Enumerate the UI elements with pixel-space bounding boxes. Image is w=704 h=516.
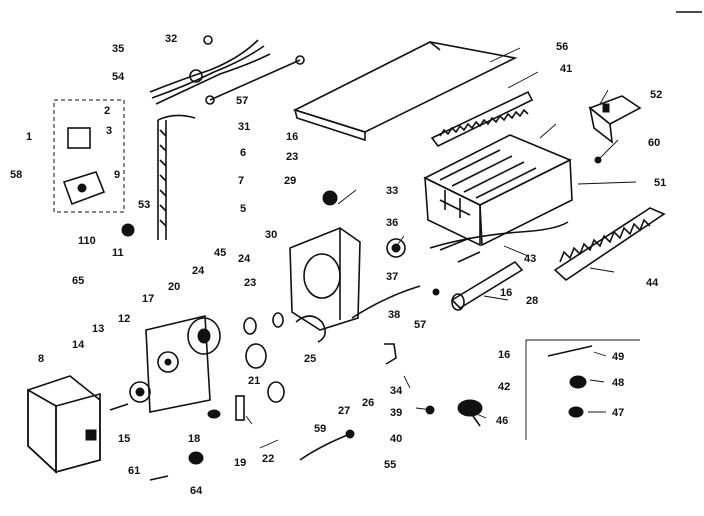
cover-part [292,41,518,142]
part-number-label: 6 [240,147,246,159]
part-number-label: 2 [104,105,110,117]
part-number-label: 7 [238,175,244,187]
part-number-label: 54 [112,71,125,83]
part-number-label: 35 [112,43,124,55]
part-number-label: 12 [118,313,130,325]
part-number-label: 57 [414,319,426,331]
bearing-part [386,237,481,263]
part-number-label: 53 [138,199,150,211]
part-number-label: 16 [286,131,298,143]
part-number-label: 14 [72,339,85,351]
fill-cup-part [450,260,524,311]
part-number-label: 47 [612,407,624,419]
part-number-label: 24 [238,253,251,265]
part-number-label: 18 [188,433,200,445]
part-number-label: 43 [524,253,536,265]
part-number-label: 16 [500,287,512,299]
part-number-label: 39 [390,407,402,419]
part-number-label: 3 [106,125,112,137]
wire-harness-part [149,35,271,105]
part-number-labels: 32 35 54 57 31 6 7 5 9 41 2 3 1 58 53 11… [10,33,666,497]
part-number-label: 49 [612,351,624,363]
part-number-label: 17 [142,293,154,305]
part-number-label: 51 [654,177,666,189]
part-number-label: 34 [390,385,403,397]
part-number-label: 19 [234,457,246,469]
part-number-label: 46 [496,415,508,427]
part-number-label: 65 [72,275,84,287]
part-number-label: 42 [498,381,510,393]
heater-part [429,221,569,249]
part-number-label: 57 [236,95,248,107]
part-number-label: 9 [114,169,120,181]
part-number-label: 45 [214,247,226,259]
motor-housing-part [289,227,421,331]
part-number-label: 26 [362,397,374,409]
part-number-label: 23 [244,277,256,289]
part-number-label: 24 [192,265,205,277]
part-number-label: 110 [78,235,96,247]
part-number-label: 23 [286,151,298,163]
part-number-label: 27 [338,405,350,417]
small-parts [109,156,602,481]
motor-part [187,317,221,355]
part-number-label: 20 [168,281,180,293]
part-number-label: 60 [648,137,660,149]
gear-part [129,381,151,403]
part-number-label: 61 [128,465,140,477]
part-number-label: 25 [304,353,316,365]
part-number-label: 48 [612,377,624,389]
part-number-label: 55 [384,459,396,471]
part-number-label: 56 [556,41,568,53]
ice-mold-part [423,134,573,247]
part-number-label: 1 [26,131,32,143]
part-number-label: 52 [650,89,662,101]
part-number-label: 30 [265,229,277,241]
part-number-label: 41 [560,63,572,75]
part-number-label: 36 [386,217,398,229]
part-number-label: 8 [38,353,44,365]
ejector-strip-part [430,90,534,148]
part-number-label: 13 [92,323,104,335]
front-cover-part [27,375,101,474]
part-number-label: 32 [165,33,177,45]
part-number-label: 5 [240,203,246,215]
part-number-label: 31 [238,121,250,133]
inset-bracket [525,339,640,440]
part-number-label: 37 [386,271,398,283]
part-number-label: 58 [10,169,22,181]
part-number-label: 29 [284,175,296,187]
part-number-label: 22 [262,453,274,465]
switch-assembly-part [53,99,125,213]
shutoff-arm-part [157,114,196,240]
part-number-label: 59 [314,423,326,435]
part-number-label: 28 [526,295,538,307]
part-number-label: 16 [498,349,510,361]
part-number-label: 33 [386,185,398,197]
leader-lines [245,47,637,449]
stripper-part [553,207,666,282]
part-number-label: 44 [646,277,659,289]
mounting-plate-part [145,315,211,413]
part-number-label: 21 [248,375,260,387]
part-number-label: 64 [190,485,203,497]
bracket-part [588,95,642,144]
part-number-label: 38 [388,309,400,321]
part-number-label: 40 [390,433,402,445]
rod-part [205,55,305,105]
part-number-label: 11 [112,247,124,259]
part-number-label: 15 [118,433,130,445]
